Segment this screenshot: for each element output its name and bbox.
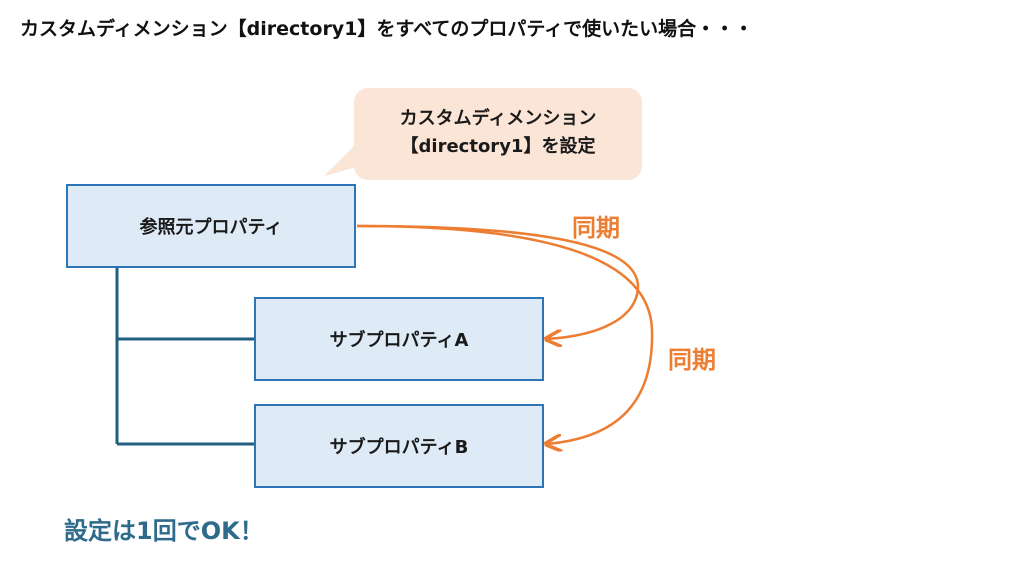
callout-line-1: カスタムディメンション: [399, 108, 597, 129]
sub-property-a-label: サブプロパティA: [329, 330, 469, 351]
sync-label-2: 同期: [668, 346, 716, 374]
sync-arrow-a: [356, 224, 640, 339]
footer-note: 設定は1回でOK！: [64, 517, 264, 545]
callout-line-2: 【directory1】を設定: [400, 136, 596, 157]
tree-lines: [115, 268, 254, 446]
sync-arrow-b: [356, 224, 654, 444]
reference-property-box: 参照元プロパティ: [66, 184, 356, 268]
sync-label-1: 同期: [572, 214, 620, 242]
sub-property-b-label: サブプロパティB: [329, 437, 469, 458]
page-heading: カスタムディメンション【directory1】をすべてのプロパティで使いたい場合…: [20, 18, 754, 40]
callout-text: カスタムディメンション 【directory1】を設定: [354, 105, 642, 161]
reference-property-label: 参照元プロパティ: [139, 217, 283, 238]
sub-property-a-box: サブプロパティA: [254, 297, 544, 381]
callout-bubble: [354, 88, 642, 180]
sub-property-b-box: サブプロパティB: [254, 404, 544, 488]
